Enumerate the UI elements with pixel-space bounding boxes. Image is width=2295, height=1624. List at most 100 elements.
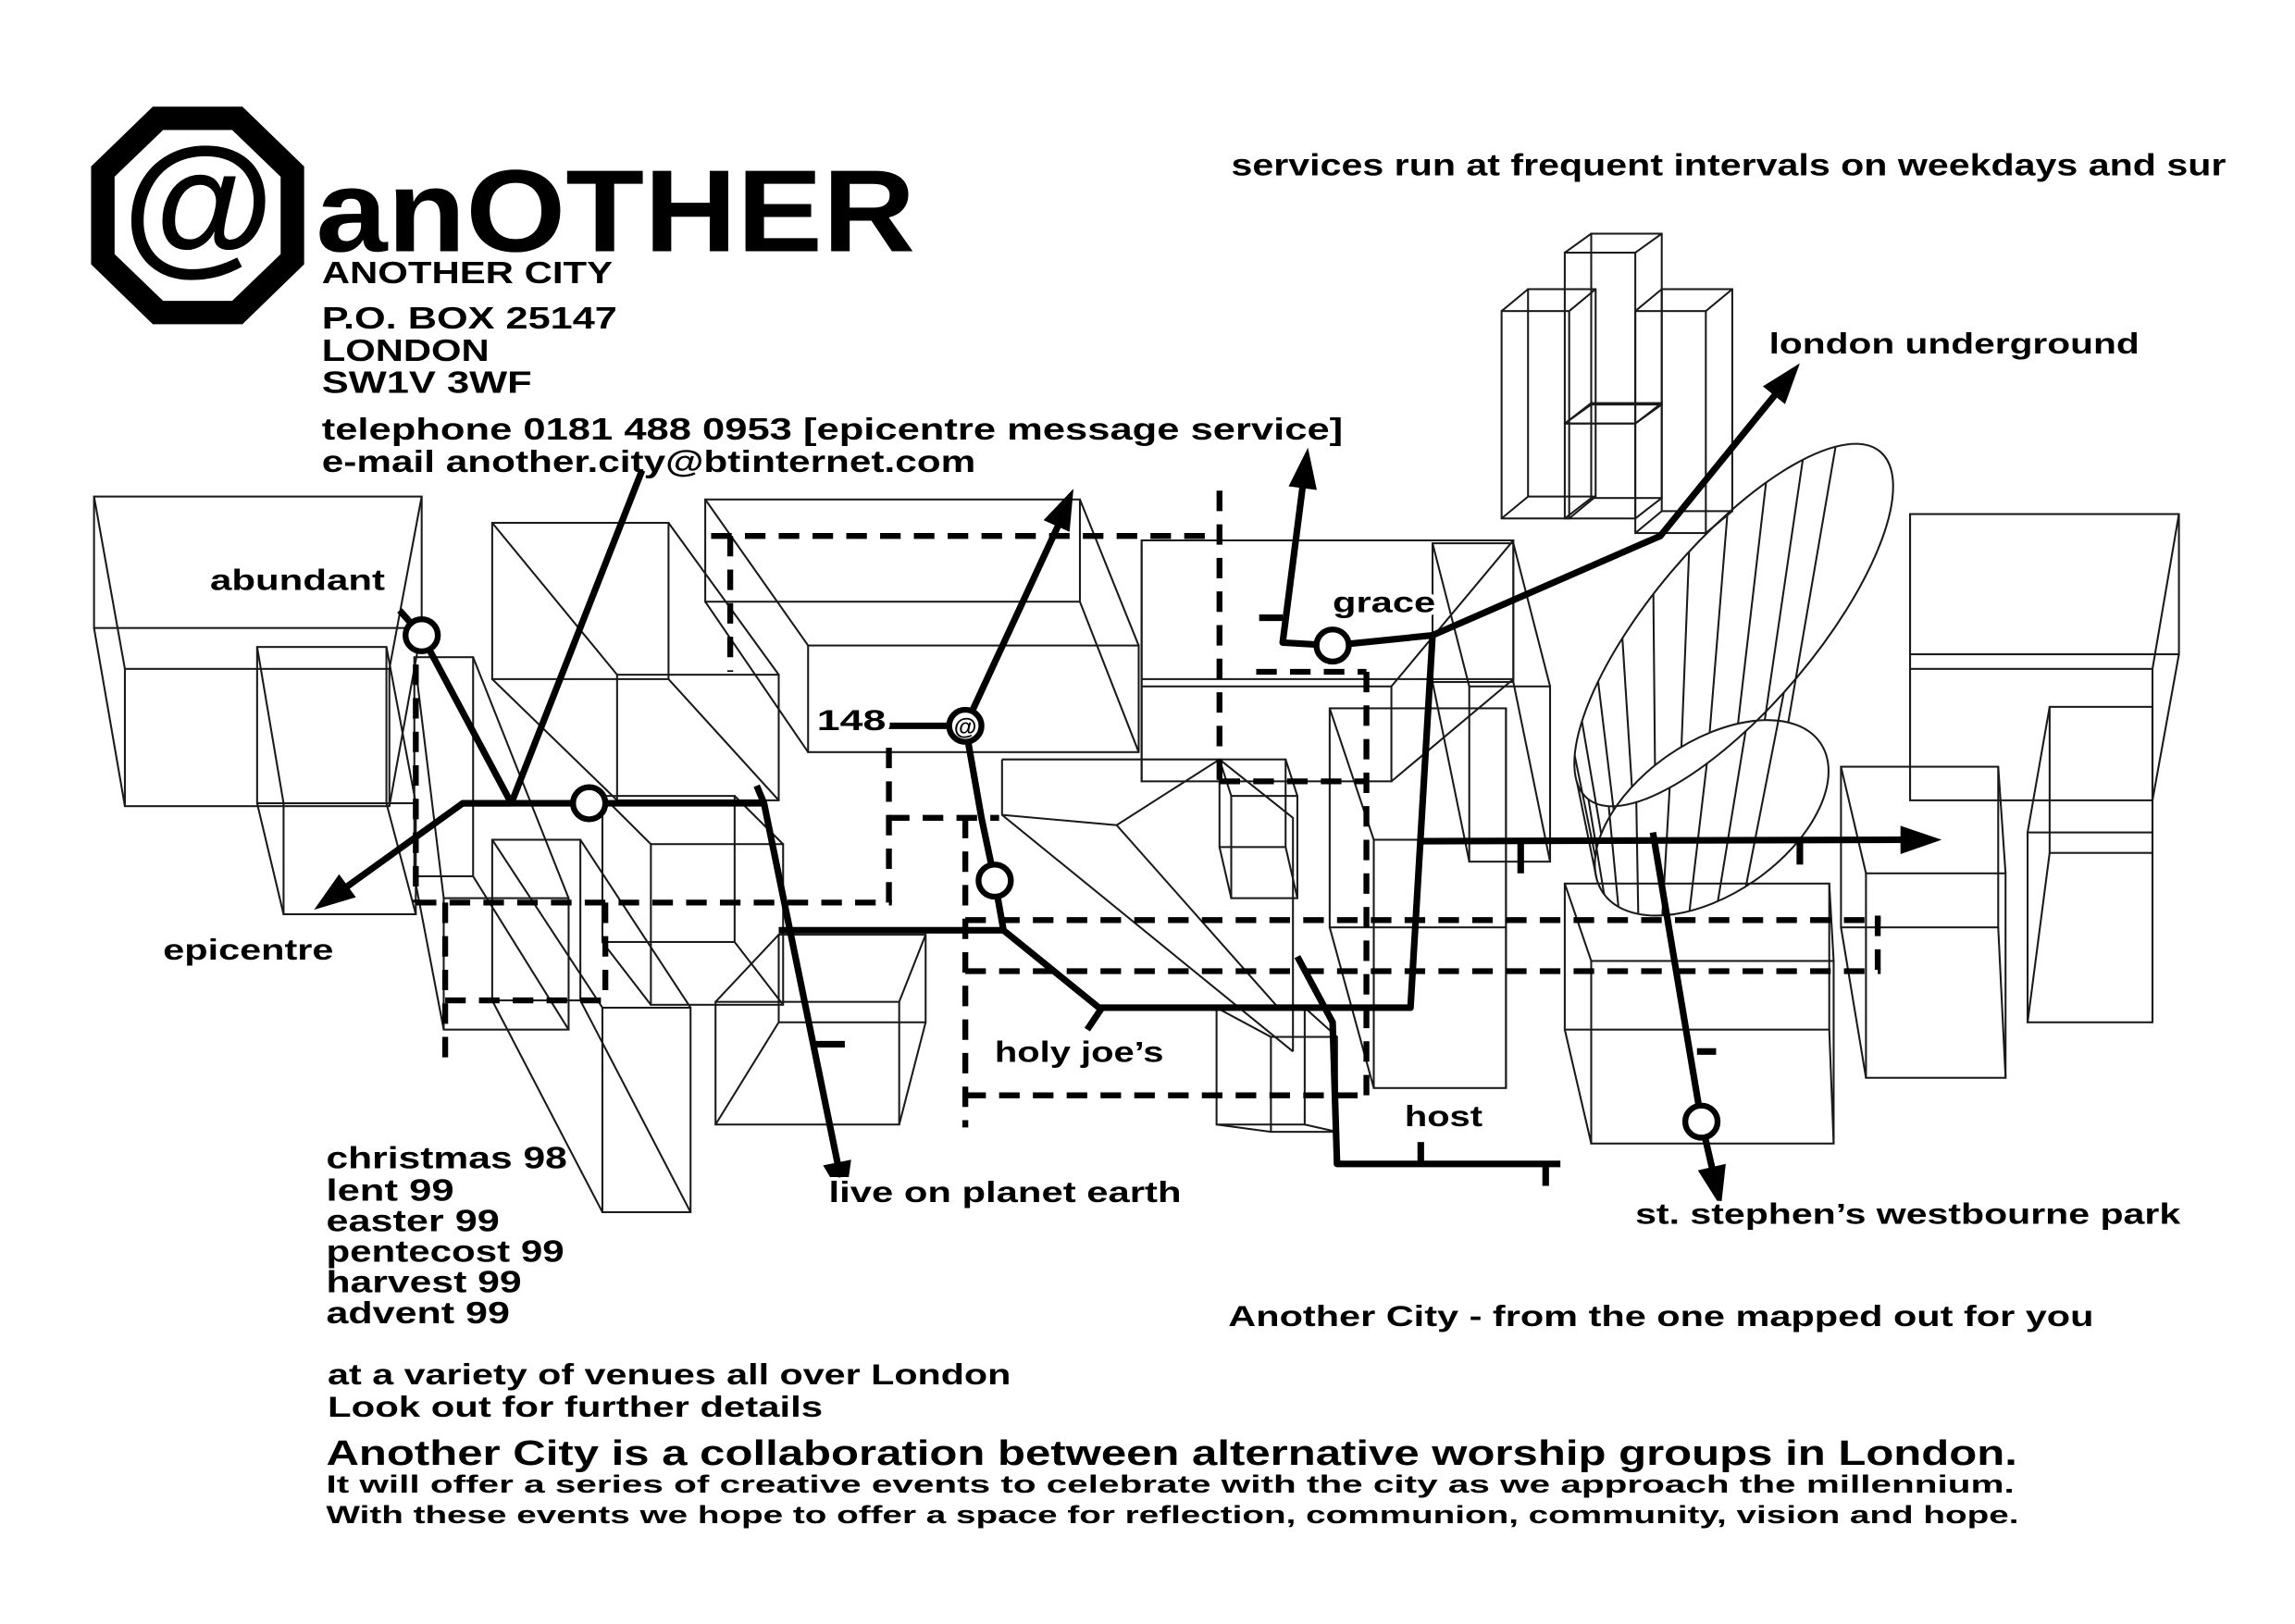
building-edge (1500, 495, 1529, 520)
ramp-edge (1116, 758, 1221, 826)
building-edge (2151, 514, 2180, 670)
event-item: advent 99 (326, 1296, 509, 1331)
route-line (1294, 955, 1561, 1168)
building-front-face (1468, 685, 1552, 863)
building-edge (388, 496, 423, 670)
building-edge (385, 802, 417, 915)
building-edge (667, 678, 780, 801)
building-edge (1997, 766, 2007, 874)
building-front-face (650, 843, 785, 1006)
building-edge (491, 838, 603, 1009)
building-edge (1216, 1007, 1272, 1038)
building-edge (413, 657, 445, 899)
building-edge (1512, 542, 1552, 688)
route-line (1084, 1006, 1105, 1032)
cylinder-hatch (1596, 681, 1615, 811)
building-edge (1500, 288, 1529, 312)
cylinder-hatch (1635, 801, 1640, 914)
cylinder-hatch (1621, 638, 1633, 787)
building-edge (1432, 681, 1470, 862)
building-edge (1840, 927, 1867, 1078)
station-marker (946, 706, 985, 745)
building-edge (491, 522, 618, 676)
building-back-face (1840, 765, 2000, 929)
building-edge (704, 601, 810, 753)
station-label-abundant: abundant (210, 564, 386, 597)
building-edge (1634, 232, 1663, 254)
cylinder-hatch (1787, 446, 1837, 723)
building-back-face (1218, 758, 1287, 849)
cylinder-hatch (1717, 731, 1747, 902)
building-edge (1216, 1123, 1272, 1134)
route-arrows (314, 363, 1942, 1208)
building-front-face (282, 802, 417, 916)
contact-telephone: telephone 0181 488 0953 [epicentre messa… (322, 413, 1343, 447)
building-back-face (1563, 882, 1830, 1031)
cylinder-hatch (1587, 799, 1606, 895)
building-edge (93, 496, 126, 670)
station-label-live-on-planet-earth: live on planet earth (828, 1175, 1181, 1209)
building-edge (714, 934, 780, 1003)
building-outline (1563, 402, 1663, 520)
building-edge (1284, 847, 1298, 899)
address-po-box: P.O. BOX 25147 (322, 302, 617, 336)
ramp-edge (1001, 813, 1280, 1009)
building-edge (1390, 539, 1515, 688)
building-back-face (93, 495, 423, 629)
address-city: LONDON (322, 334, 490, 368)
building-edge (1828, 1029, 1835, 1144)
building-edge (714, 1022, 780, 1125)
about-headline: Another City is a collaboration between … (326, 1434, 2016, 1473)
event-item: pentecost 99 (326, 1235, 564, 1270)
cylinder-hatch (1576, 782, 1598, 878)
building-back-face (1527, 288, 1597, 498)
address-org: ANOTHER CITY (322, 256, 613, 291)
station-label-london-underground: london underground (1769, 327, 2140, 360)
building-edge (1304, 1123, 1338, 1134)
building-edge (1284, 759, 1298, 797)
cylinder-hatch (1708, 514, 1729, 733)
event-item: lent 99 (326, 1173, 453, 1208)
building-edge (1997, 927, 2007, 1078)
building-edge (898, 1022, 927, 1125)
station-at-symbol: @ (954, 714, 977, 740)
cylinder-hatch (1737, 482, 1768, 725)
route-line (1279, 481, 1433, 650)
venues-line: Look out for further details (328, 1390, 823, 1423)
building-back-face (1660, 288, 1733, 513)
building-front-face (601, 1006, 692, 1213)
building-edge (1512, 681, 1552, 862)
building-outline (1500, 288, 1597, 520)
address-postcode: SW1V 3WF (322, 366, 532, 401)
building-edge (1828, 883, 1835, 961)
building-front-face (1865, 872, 2007, 1079)
arrowhead-icon (1288, 447, 1317, 490)
event-item: easter 99 (326, 1205, 499, 1239)
building-edge (2151, 653, 2180, 801)
logo-at-symbol: @ (122, 116, 274, 289)
arrowhead-icon (823, 1159, 851, 1203)
route-line (508, 468, 646, 805)
building-outline (1218, 758, 1298, 899)
building-edge (255, 802, 285, 915)
building-edge (734, 941, 785, 1006)
dashed-routes (413, 490, 1881, 1128)
building-outline (1431, 542, 1552, 863)
arrowhead-icon (1762, 363, 1800, 404)
logo-octagon-inner (114, 130, 281, 302)
cylinder-hatch (1744, 692, 1785, 887)
station-marker (403, 616, 441, 655)
building-edge (1432, 542, 1470, 688)
building-front-face (442, 897, 570, 1031)
station-label-epicentre: epicentre (163, 933, 333, 966)
building-edge (1079, 499, 1140, 646)
building-outline (1908, 513, 2180, 801)
station-label-host: host (1405, 1099, 1483, 1133)
building-edge (1634, 402, 1663, 425)
arrowhead-icon (1043, 489, 1074, 532)
ramp-edge (1001, 758, 1295, 1052)
building-edge (667, 522, 780, 676)
building-back-face (490, 521, 670, 680)
building-outline (255, 646, 417, 916)
